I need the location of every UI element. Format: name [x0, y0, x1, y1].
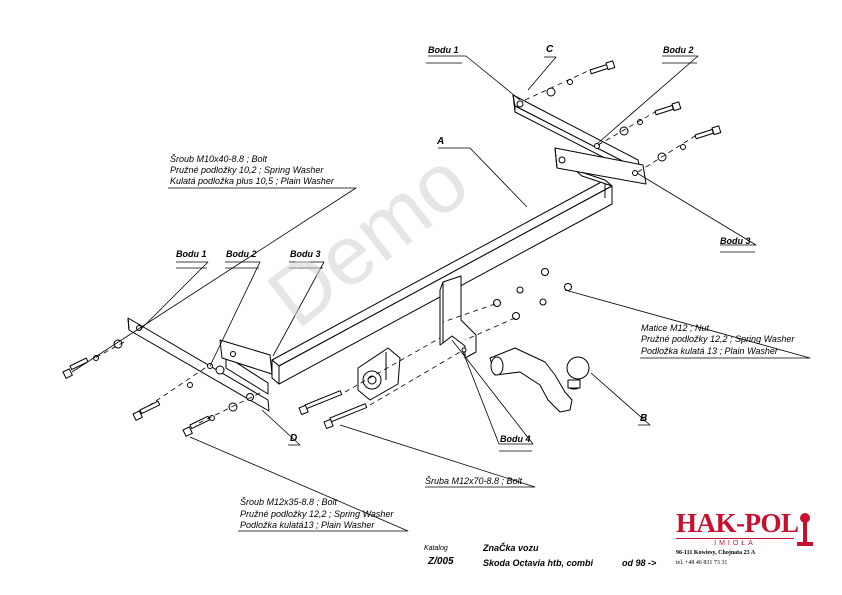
logo-sub: IMIOŁA: [676, 538, 794, 548]
label-c: C: [546, 44, 554, 55]
note-underlines: [176, 62, 755, 452]
label-bodu1-left: Bodu 1: [176, 249, 207, 259]
note-bolt-m10-3: Kulatá podložka plus 10,5 ; Plain Washer: [170, 176, 334, 186]
tongue-plate: [439, 275, 477, 359]
label-b: B: [640, 413, 648, 424]
label-a: A: [437, 136, 445, 147]
footer-katalog-label: Katalog: [424, 545, 448, 552]
footer-katalog-value: Z/005: [428, 556, 454, 567]
label-bodu2-top: Bodu 2: [663, 45, 694, 55]
footer-brand-label: ZnaČka vozu: [483, 543, 539, 553]
nuts-center-right: [493, 268, 572, 320]
socket-plate: [357, 347, 401, 401]
tow-ball-b: [489, 347, 590, 413]
assembly-lines: [94, 69, 696, 426]
company-logo: HAK-POL: [676, 509, 799, 537]
company-phone: tel. +48 46 831 73 31: [676, 560, 728, 566]
bracket-left-2: [219, 339, 273, 375]
footer-from: od 98 ->: [622, 558, 657, 568]
note-nut-1: Matice M12 ; Nut: [641, 323, 710, 333]
label-bodu3-right: Bodu 3: [720, 236, 751, 246]
note-nut-3: Podložka kulatá 13 ; Plain Washer: [641, 346, 778, 356]
note-bolt-m12x35-3: Podložka kulatá13 ; Plain Washer: [240, 520, 375, 530]
note-bolt-m12x70: Šruba M12x70-8.8 ; Bolt: [425, 476, 523, 486]
logo-hitch-icon: [797, 513, 813, 546]
note-bolt-m12x35-2: Pružné podložky 12,2 ; Spring Washer: [240, 509, 394, 519]
label-bodu2-left: Bodu 2: [226, 249, 257, 259]
bolts-left-lower: [132, 365, 254, 437]
bolts-m12x70: [298, 390, 368, 429]
note-nut-2: Pružné podložky 12,2 ; Spring Washer: [641, 334, 795, 344]
label-bodu4: Bodu 4: [500, 434, 531, 444]
label-d: D: [290, 433, 298, 444]
label-bodu1-top: Bodu 1: [428, 45, 459, 55]
note-bolt-m10-1: Šroub M10x40-8.8 ; Bolt: [170, 154, 268, 164]
callout-lines: [71, 55, 811, 532]
footer-car: Skoda Octavia htb, combi: [483, 558, 594, 568]
logo-text: HAK-POL: [676, 508, 799, 538]
label-bodu3-left: Bodu 3: [290, 249, 321, 259]
company-address: 96-111 Kowiesy, Chojnata 23 A: [676, 550, 756, 556]
bolts-top-right: [546, 60, 722, 162]
note-bolt-m10-2: Pružné podložky 10,2 ; Spring Washer: [170, 165, 324, 175]
note-bolt-m12x35-1: Šroub M12x35-8.8 ; Bolt: [240, 497, 338, 507]
bolt-m10-left: [62, 339, 123, 379]
